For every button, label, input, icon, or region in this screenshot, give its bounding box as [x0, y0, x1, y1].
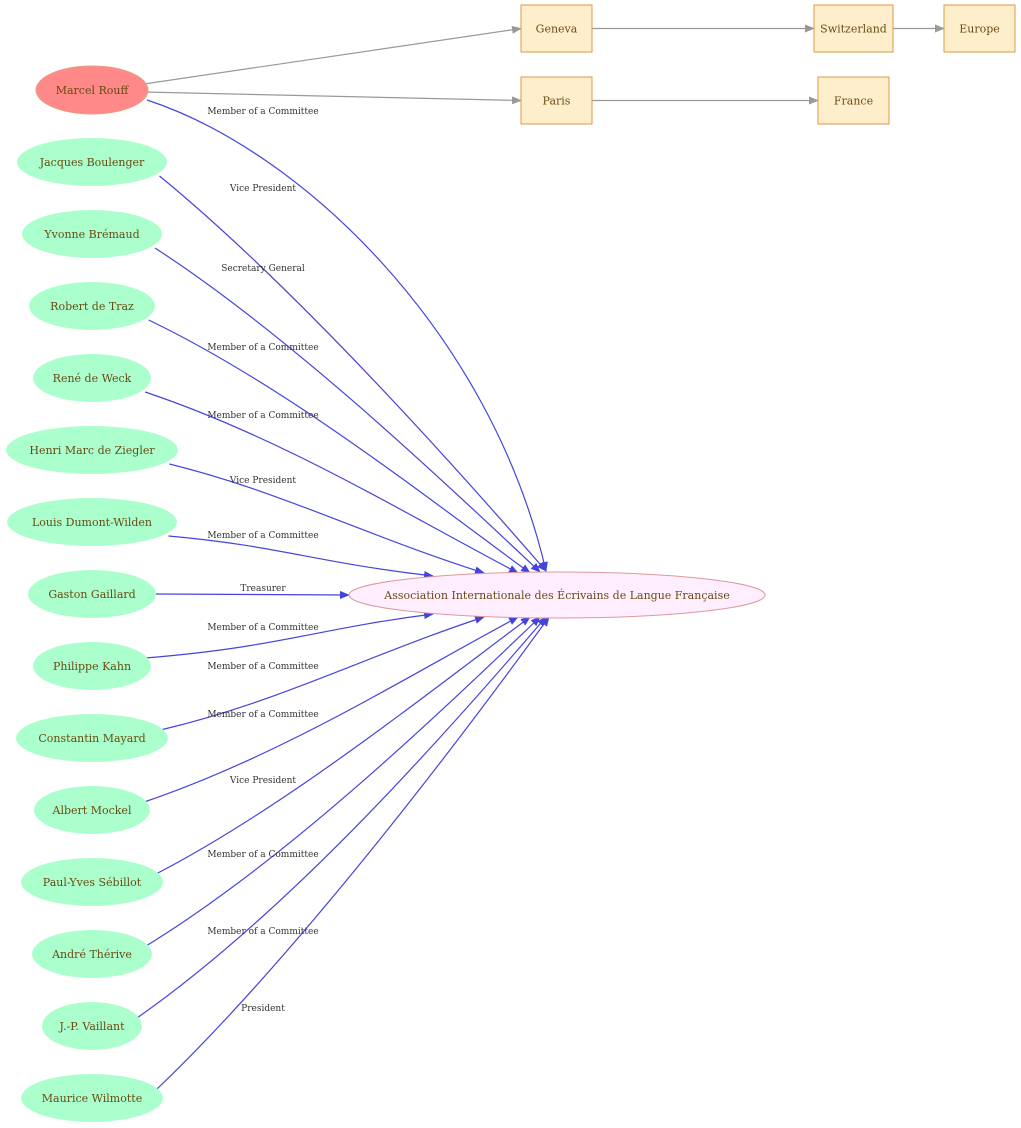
node-label: J.-P. Vaillant — [58, 1020, 125, 1033]
node-label: René de Weck — [53, 372, 132, 385]
edge-label-constantin-mayard: Member of a Committee — [207, 662, 318, 672]
edge-marcel-rouff-to-paris — [143, 91, 522, 105]
edge-yvonne-bremaud-to-organization — [154, 247, 541, 573]
node-label: André Thérive — [51, 948, 132, 961]
node-label: Albert Mockel — [52, 804, 132, 817]
edge-paul-yves-sebillot-to-organization — [155, 616, 531, 875]
node-europe[interactable]: Europe — [943, 4, 1016, 53]
node-rene-de-weck[interactable]: René de Weck — [33, 354, 151, 402]
node-label: Constantin Mayard — [38, 732, 145, 745]
edge-marcel-rouff-to-geneva — [143, 25, 522, 85]
node-organization[interactable]: Association Internationale des Écrivains… — [348, 571, 766, 619]
node-label: Maurice Wilmotte — [42, 1092, 142, 1105]
node-label: Paul-Yves Sébillot — [43, 876, 142, 889]
node-jacques-boulenger[interactable]: Jacques Boulenger — [17, 138, 167, 186]
node-france[interactable]: France — [817, 76, 890, 125]
edge-label-robert-de-traz: Member of a Committee — [207, 343, 318, 353]
node-yvonne-bremaud[interactable]: Yvonne Brémaud — [22, 210, 162, 258]
node-label: Henri Marc de Ziegler — [29, 444, 155, 457]
node-label: Marcel Rouff — [56, 84, 130, 97]
node-label: Gaston Gaillard — [48, 588, 135, 601]
node-louis-dumont-wilden[interactable]: Louis Dumont-Wilden — [7, 498, 177, 546]
node-andre-therive[interactable]: André Thérive — [32, 930, 152, 978]
node-label: Europe — [959, 23, 1000, 36]
node-constantin-mayard[interactable]: Constantin Mayard — [16, 714, 168, 762]
node-robert-de-traz[interactable]: Robert de Traz — [29, 282, 155, 330]
edge-label-rene-de-weck: Member of a Committee — [207, 411, 318, 421]
edge-j-p-vaillant-to-organization — [136, 616, 547, 1019]
node-label: Paris — [543, 95, 571, 108]
edge-maurice-wilmotte-to-organization — [155, 616, 550, 1091]
edge-constantin-mayard-to-organization — [160, 616, 485, 731]
edge-marcel-rouff-to-organization — [146, 99, 548, 572]
edge-label-yvonne-bremaud: Secretary General — [221, 264, 305, 274]
edge-label-louis-dumont-wilden: Member of a Committee — [207, 531, 318, 541]
edge-label-gaston-gaillard: Treasurer — [240, 584, 286, 594]
edge-label-philippe-kahn: Member of a Committee — [207, 623, 318, 633]
edge-label-maurice-wilmotte: President — [241, 1004, 285, 1014]
node-gaston-gaillard[interactable]: Gaston Gaillard — [28, 570, 156, 618]
edge-louis-dumont-wilden-to-organization — [168, 535, 434, 579]
node-paul-yves-sebillot[interactable]: Paul-Yves Sébillot — [21, 858, 163, 906]
edge-robert-de-traz-to-organization — [148, 319, 531, 574]
node-label: Geneva — [536, 23, 578, 36]
node-switzerland[interactable]: Switzerland — [813, 4, 894, 53]
node-paris[interactable]: Paris — [520, 76, 593, 125]
node-label: Philippe Kahn — [53, 660, 131, 673]
edge-label-j-p-vaillant: Member of a Committee — [207, 927, 318, 937]
edge-label-albert-mockel: Member of a Committee — [207, 710, 318, 720]
edge-label-paul-yves-sebillot: Vice President — [229, 776, 297, 786]
edge-label-marcel-rouff: Member of a Committee — [207, 107, 318, 117]
node-geneva[interactable]: Geneva — [520, 4, 593, 53]
edge-henri-marc-de-ziegler-to-organization — [169, 463, 485, 575]
edge-gaston-gaillard-to-organization — [155, 590, 350, 599]
node-j-p-vaillant[interactable]: J.-P. Vaillant — [42, 1002, 142, 1050]
node-label: Switzerland — [820, 23, 887, 36]
node-label: Association Internationale des Écrivains… — [383, 588, 729, 602]
edge-andre-therive-to-organization — [145, 616, 541, 947]
node-label: Yvonne Brémaud — [43, 228, 139, 241]
node-marcel-rouff[interactable]: Marcel Rouff — [35, 65, 149, 115]
edge-label-andre-therive: Member of a Committee — [207, 850, 318, 860]
node-henri-marc-de-ziegler[interactable]: Henri Marc de Ziegler — [6, 426, 178, 474]
node-label: Louis Dumont-Wilden — [32, 516, 152, 529]
edges-layer — [136, 24, 945, 1091]
edge-label-henri-marc-de-ziegler: Vice President — [229, 476, 297, 486]
node-maurice-wilmotte[interactable]: Maurice Wilmotte — [21, 1074, 163, 1122]
edge-rene-de-weck-to-organization — [144, 391, 519, 574]
edge-albert-mockel-to-organization — [144, 616, 519, 803]
edge-philippe-kahn-to-organization — [145, 611, 434, 659]
node-label: Jacques Boulenger — [39, 156, 145, 169]
node-label: France — [834, 95, 873, 108]
node-label: Robert de Traz — [50, 300, 134, 313]
edge-label-jacques-boulenger: Vice President — [229, 184, 297, 194]
edge-jacques-boulenger-to-organization — [159, 175, 547, 572]
node-albert-mockel[interactable]: Albert Mockel — [34, 786, 150, 834]
node-philippe-kahn[interactable]: Philippe Kahn — [33, 642, 151, 690]
